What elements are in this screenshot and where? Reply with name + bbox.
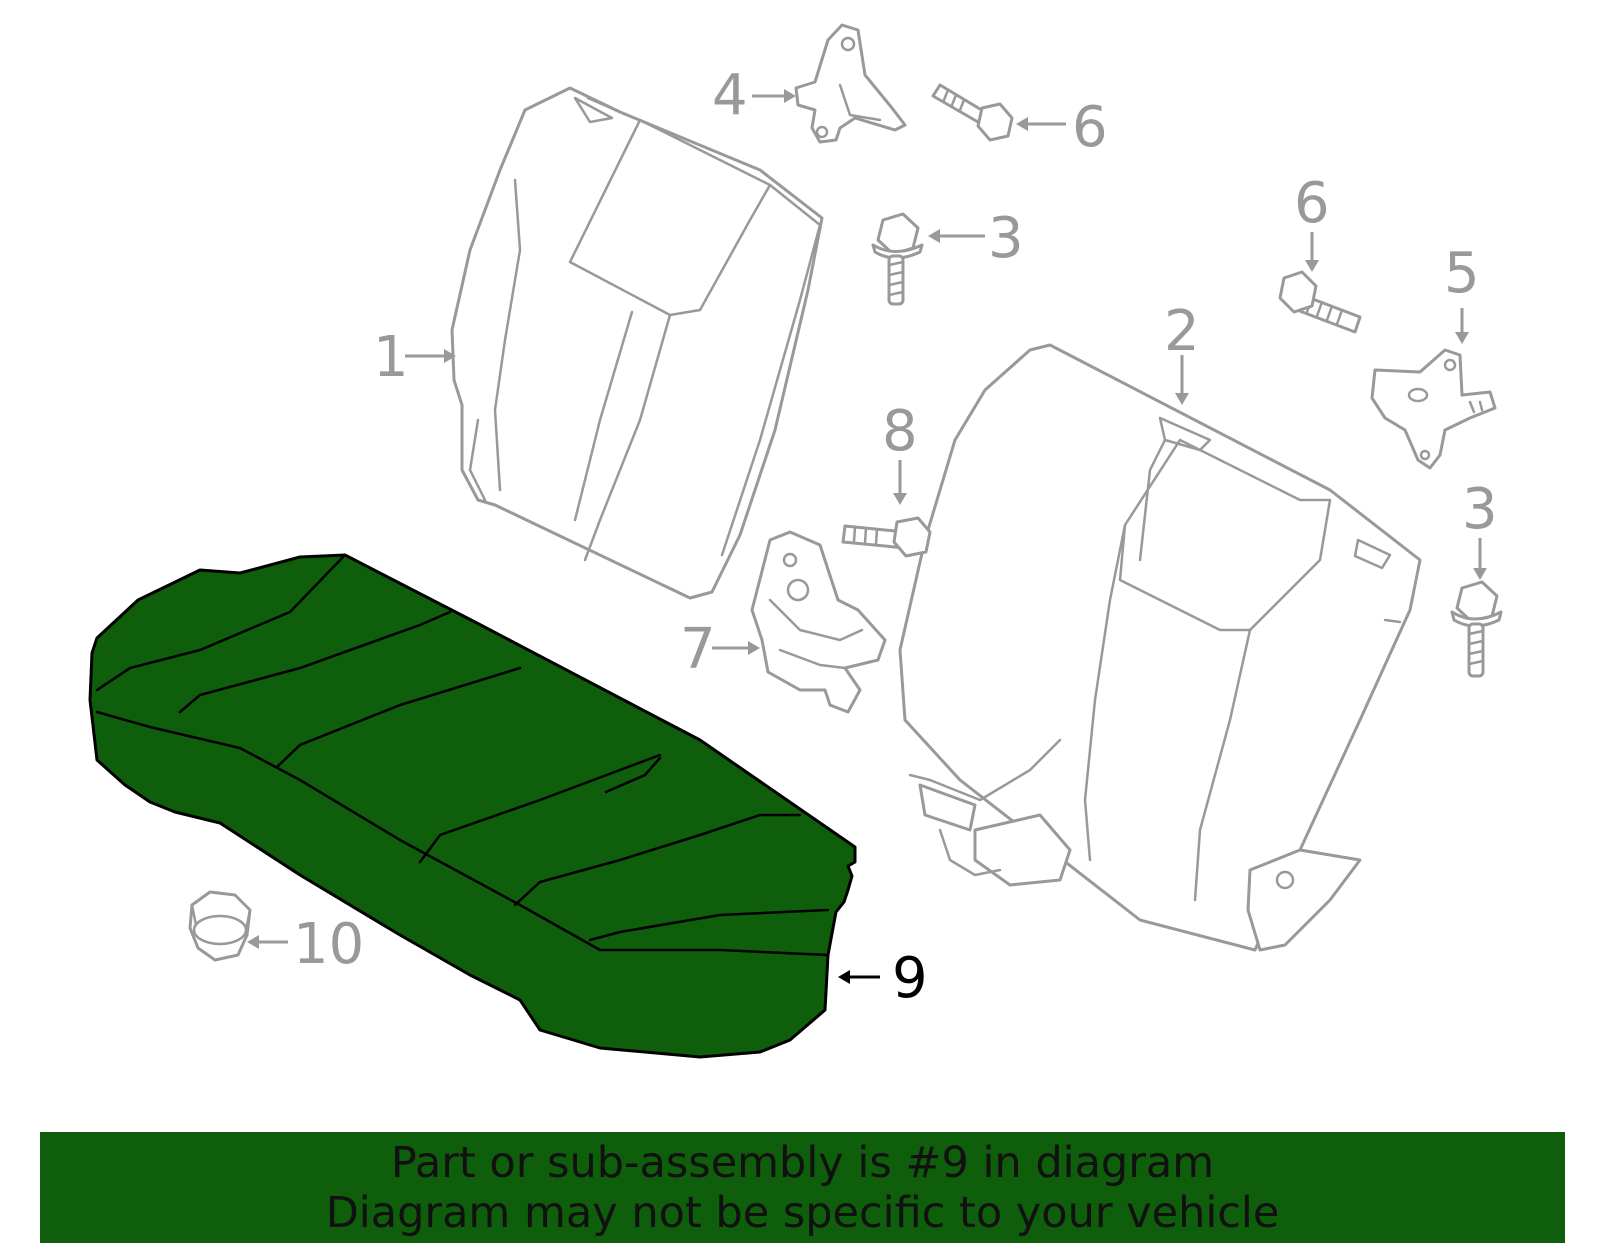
hinge-part-7 xyxy=(750,530,887,714)
arrowhead-6-right xyxy=(1305,260,1319,272)
arrowhead-6-upper xyxy=(1016,117,1028,131)
arrowhead-9 xyxy=(838,970,850,984)
clip-part-10 xyxy=(188,890,252,962)
arrowhead-5 xyxy=(1455,332,1469,344)
leader-lines xyxy=(247,89,1487,984)
callout-9: 9 xyxy=(892,946,928,1011)
arrowhead-8 xyxy=(893,493,907,505)
arrowhead-3-upper xyxy=(928,229,940,243)
arrowhead-1 xyxy=(444,349,456,363)
seat-belt-buckle xyxy=(908,738,1362,952)
seat-cushion-part-9 xyxy=(88,553,857,1059)
callout-7: 7 xyxy=(680,617,716,682)
callout-6-upper: 6 xyxy=(1072,95,1108,160)
arrowhead-10 xyxy=(247,935,259,949)
arrowhead-7 xyxy=(748,641,760,655)
callout-10: 10 xyxy=(293,912,364,977)
callout-4: 4 xyxy=(712,63,748,128)
callout-3-right: 3 xyxy=(1462,477,1498,542)
info-banner: Part or sub-assembly is #9 in diagram Di… xyxy=(40,1132,1565,1243)
bolt-part-3-upper xyxy=(871,212,924,306)
callout-8: 8 xyxy=(882,399,918,464)
callout-6-right: 6 xyxy=(1294,171,1330,236)
bolt-part-3-right xyxy=(1450,580,1503,678)
banner-line-disclaimer: Diagram may not be specific to your vehi… xyxy=(325,1187,1280,1238)
arrowhead-2 xyxy=(1175,393,1189,405)
arrowhead-4 xyxy=(784,89,796,103)
bolt-part-8 xyxy=(841,516,932,558)
bolt-part-6-upper xyxy=(931,83,1014,142)
callout-3-upper: 3 xyxy=(988,206,1024,271)
bracket-part-4 xyxy=(794,23,907,144)
callout-2: 2 xyxy=(1164,299,1200,364)
bracket-part-5 xyxy=(1370,348,1497,470)
callout-labels: 1 2 3 3 4 5 6 6 7 8 9 10 xyxy=(293,63,1498,1011)
callout-5: 5 xyxy=(1444,241,1480,306)
arrowhead-3-right xyxy=(1473,568,1487,580)
bolt-part-6-right xyxy=(1278,270,1362,334)
seat-back-left-part-1 xyxy=(450,86,824,600)
banner-line-part-number: Part or sub-assembly is #9 in diagram xyxy=(390,1137,1215,1188)
callout-1: 1 xyxy=(373,325,409,390)
seat-back-right-part-2 xyxy=(898,343,1422,952)
